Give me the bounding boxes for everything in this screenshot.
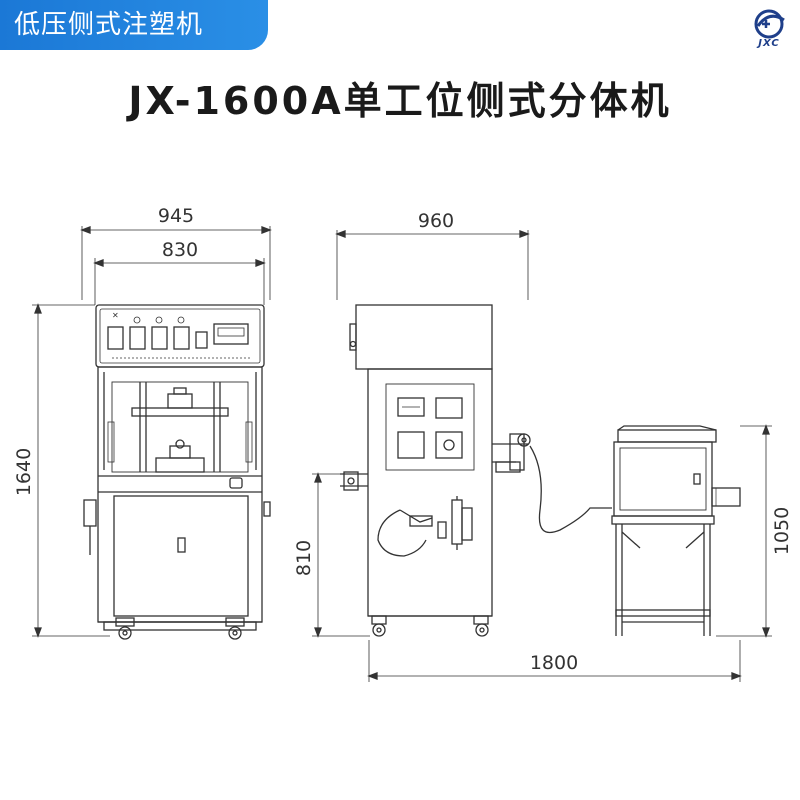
dim-810-label: 810	[293, 540, 315, 576]
dim-810: 810	[293, 472, 370, 638]
dim-1800-label: 1800	[530, 652, 578, 674]
dim-960: 960	[335, 210, 530, 300]
dim-830: 830	[93, 239, 266, 305]
page-title: JX-1600A单工位侧式分体机	[128, 79, 672, 123]
front-view: ✕	[83, 304, 271, 640]
dim-1050: 1050	[716, 424, 793, 638]
separate-unit	[611, 425, 741, 636]
category-tag: 低压侧式注塑机	[0, 0, 268, 50]
dim-945: 945	[80, 205, 272, 300]
jxc-logo-icon	[754, 9, 785, 39]
dim-945-label: 945	[158, 205, 194, 227]
dim-830-label: 830	[162, 239, 198, 261]
dim-1800: 1800	[367, 640, 742, 682]
logo-text: JXC	[758, 38, 780, 49]
dim-1050-label: 1050	[771, 507, 793, 555]
svg-text:✕: ✕	[112, 311, 119, 320]
dim-1640-label: 1640	[13, 448, 35, 496]
dim-1640: 1640	[13, 303, 110, 638]
side-view	[340, 304, 612, 637]
dim-960-label: 960	[418, 210, 454, 232]
